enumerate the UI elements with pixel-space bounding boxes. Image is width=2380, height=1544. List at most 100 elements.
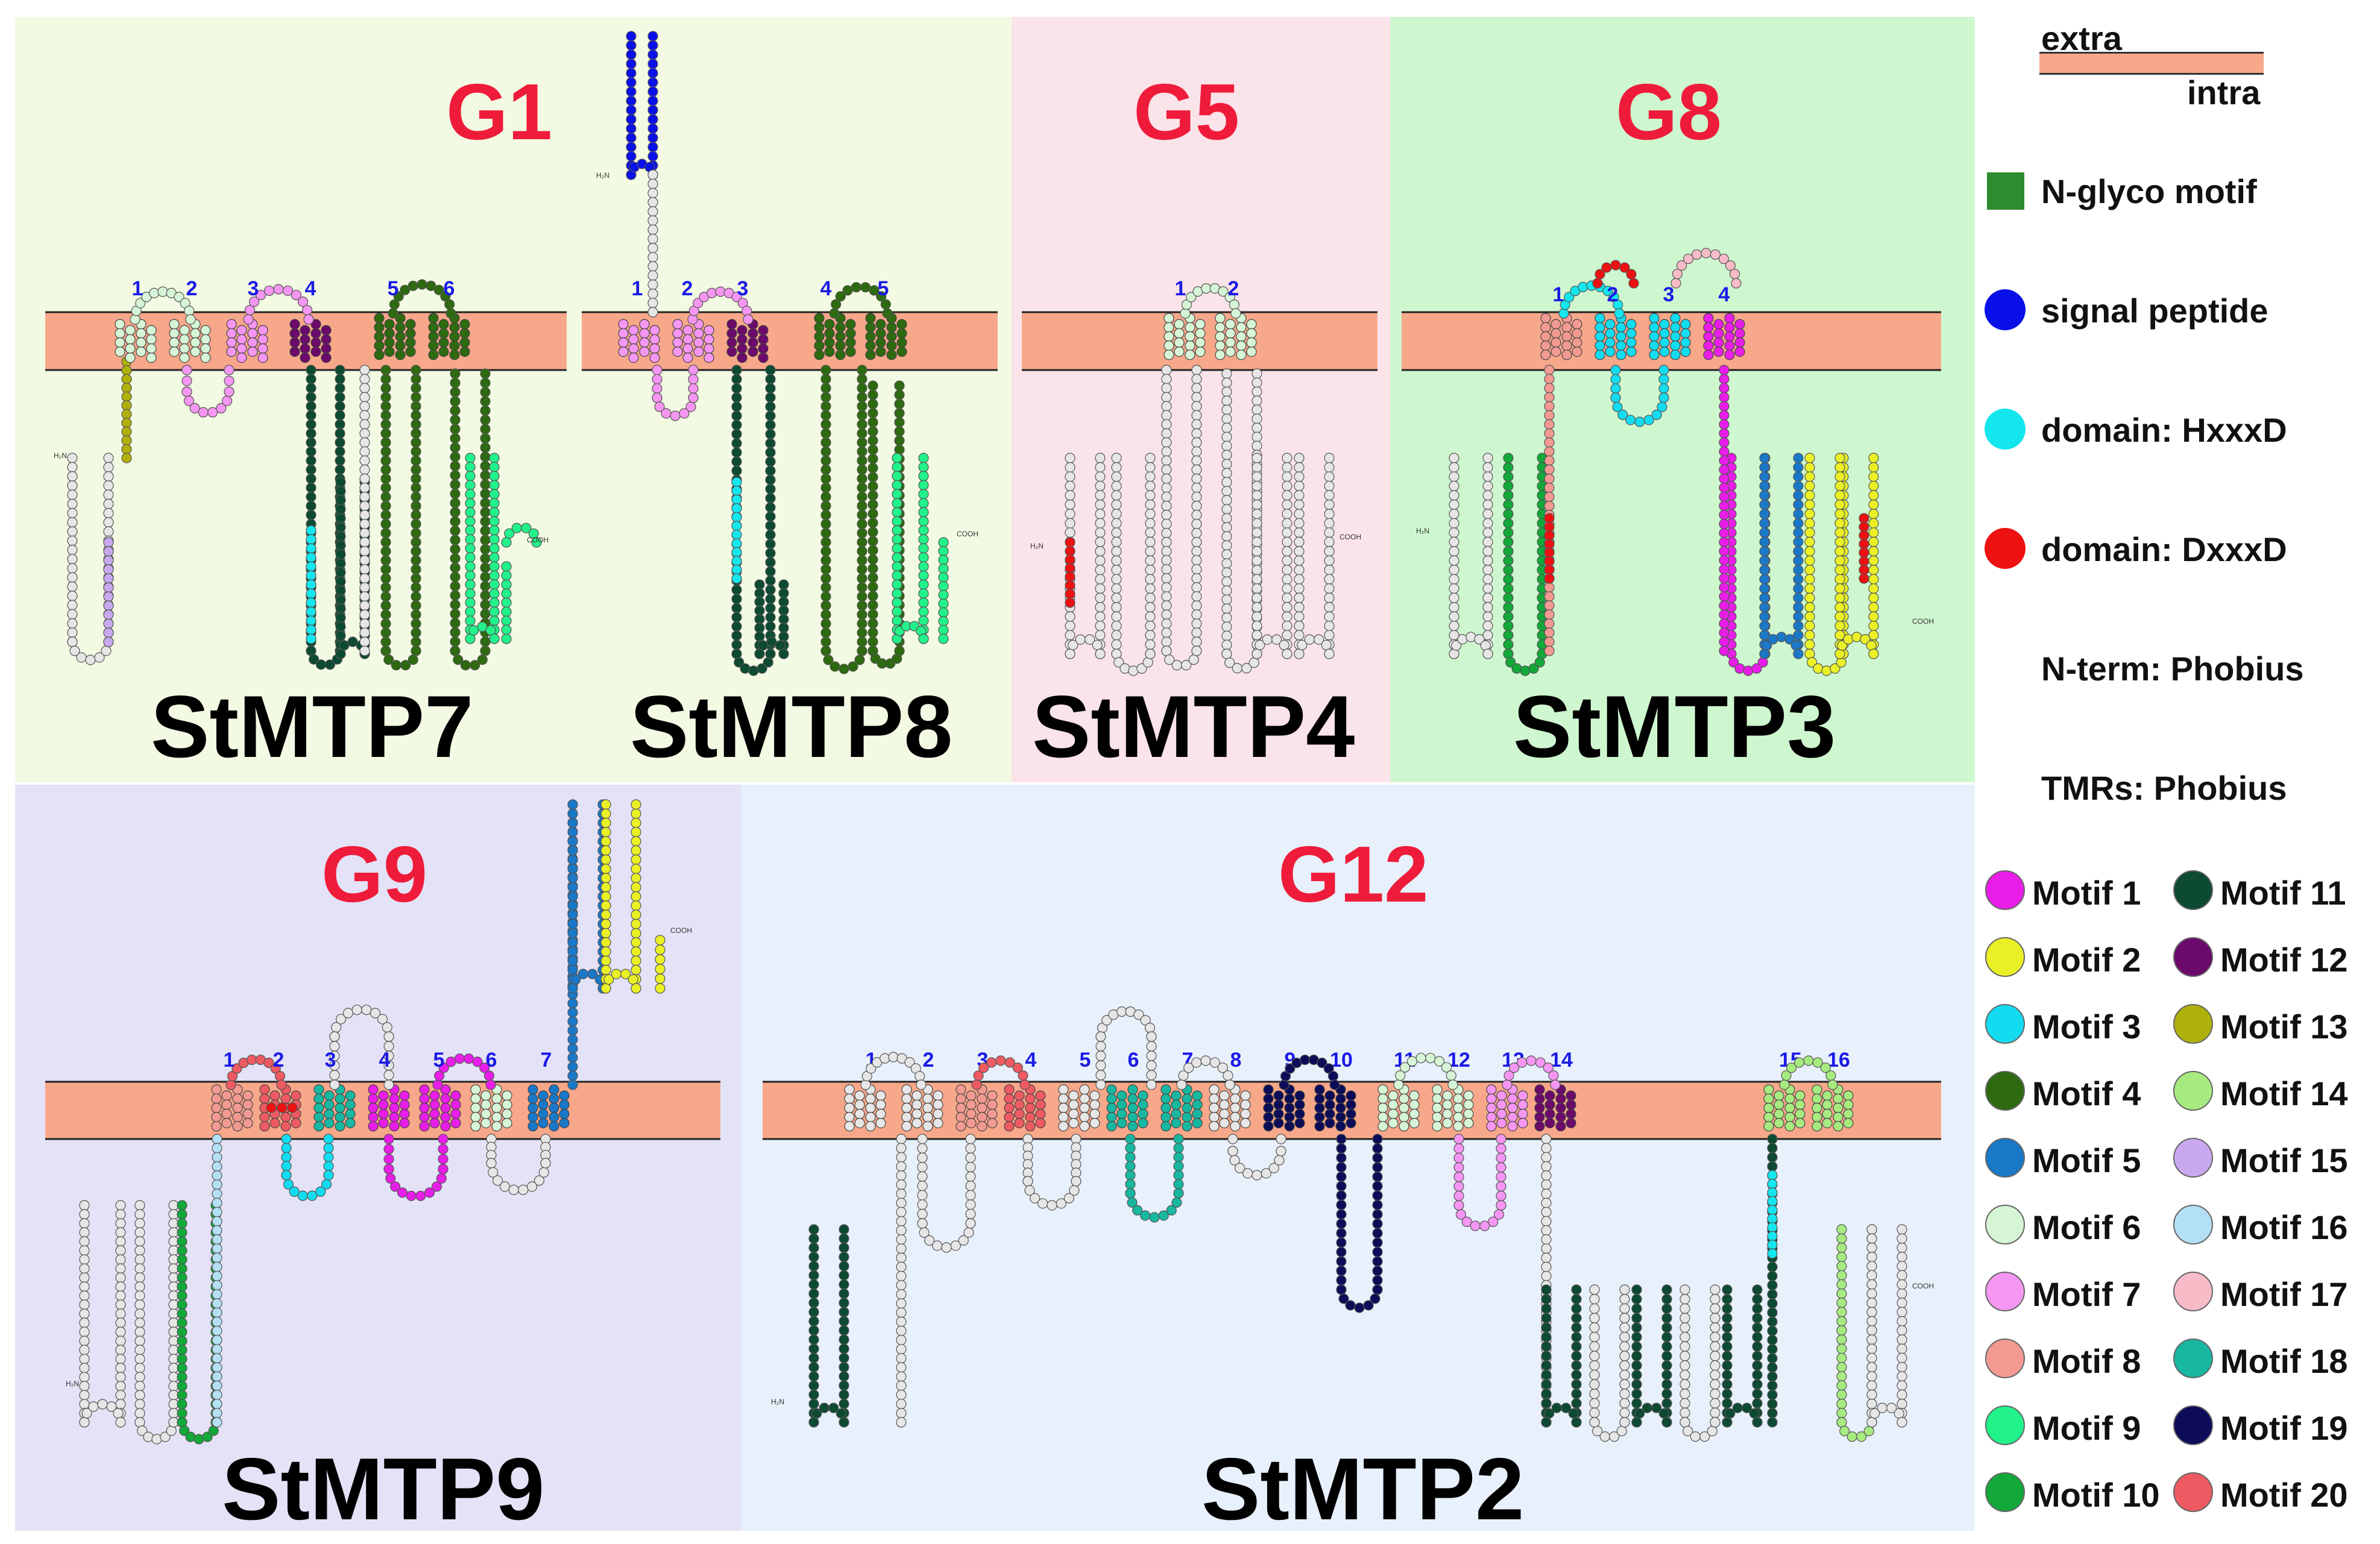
residue-chain [79,1200,90,1428]
residue-chain [896,1134,907,1428]
transmembrane-helix [1812,1084,1854,1132]
transmembrane-helix [428,313,470,360]
group-label-g5: G5 [1133,67,1240,156]
legend-extra-label: extra [2041,19,2122,57]
tm-number-label: 6 [486,1049,497,1072]
motif-label: Motif 20 [2220,1476,2348,1514]
residue-chain [1719,365,1730,656]
tm-number-label: 3 [1663,283,1675,306]
motif-color-dot-icon [2173,1071,2213,1111]
residue-loop-cap [567,968,608,994]
residue-chain [1726,453,1737,659]
residue-chain [1294,453,1305,659]
residue-chain [329,1031,340,1090]
residue-chain [600,799,611,994]
residue-loop-cap [1589,1417,1630,1442]
residue-chain [820,365,831,656]
legend-nterm-phobius: N-term: Phobius [2041,650,2304,688]
residue-chain [1631,1284,1642,1428]
terminus-label: COOH [1340,533,1361,541]
motif-label: Motif 8 [2032,1342,2141,1380]
terminus-label: COOH [957,530,978,538]
transmembrane-helix [419,1084,461,1132]
residue-loop-cap [306,645,345,670]
residue-chain [359,365,370,656]
residue-loop-cap [867,645,905,669]
residue-loop-cap [860,1052,927,1090]
tm-number-label: 5 [388,277,399,300]
residue-chain [1859,513,1869,584]
residue-loop-cap [1227,1146,1286,1181]
residue-chain [489,453,500,644]
residue-loop-cap [383,1164,449,1201]
motif-label: Motif 4 [2032,1075,2141,1112]
transmembrane-helix [115,319,157,363]
residue-loop-cap [917,1218,976,1253]
residue-chain [501,561,512,644]
motif-label: Motif 6 [2032,1208,2141,1246]
residue-loop-cap [1065,634,1106,659]
residue-chain [67,453,78,647]
motif-color-dot-icon [2173,1338,2213,1378]
residue-loop-cap [225,1055,287,1090]
legend-feature-label: domain: DxxxD [2041,530,2287,568]
residue-loop-cap [1251,634,1292,659]
motif-label: Motif 5 [2032,1141,2141,1179]
residue-loop-cap [380,645,421,671]
residue-loop-cap [1631,1402,1672,1428]
residue-chain [177,1200,187,1428]
residue-chain [1571,1284,1582,1428]
motif-color-dot-icon [1985,1205,2025,1244]
transmembrane-helix [1432,1084,1474,1132]
signal-peptide-dot-icon [1985,289,2026,330]
residue-loop-cap [600,968,641,994]
tm-number-label: 3 [325,1049,336,1072]
residue-chain [647,169,658,318]
residue-loop-cap [1022,1176,1081,1211]
residue-chain [918,453,929,644]
terminus-label: COOH [527,536,549,544]
transmembrane-helix [672,319,714,363]
residue-chain [1767,1170,1778,1259]
residue-chain [1710,1284,1720,1428]
residue-chain [480,368,491,656]
residue-chain [121,356,132,463]
transmembrane-helix [226,319,268,363]
motif-color-dot-icon [1985,937,2025,977]
residue-loop-cap [892,621,929,644]
residue-chain [1282,453,1292,659]
tm-number-label: 1 [1175,277,1186,300]
residue-chain [1661,1284,1672,1428]
motif-label: Motif 19 [2220,1409,2348,1447]
legend-feature-label: domain: HxxxD [2041,411,2287,449]
residue-loop-cap [1779,1055,1838,1090]
tm-number-label: 14 [1550,1049,1573,1072]
legend-tmrs-phobius: TMRs: Phobius [2041,769,2287,807]
residue-chain [867,380,878,656]
motif-color-dot-icon [1985,1071,2025,1111]
residue-chain [1866,1224,1877,1428]
residue-chain [892,453,902,644]
residue-loop-cap [829,282,893,319]
residue-loop-cap [1161,645,1202,671]
motif-label: Motif 14 [2220,1075,2348,1112]
residue-loop-cap [134,1417,179,1445]
tm-number-label: 1 [224,1049,235,1072]
residue-chain [1897,1224,1907,1428]
residue-loop-cap [1393,1053,1458,1090]
residue-chain [134,1200,145,1428]
tm-number-label: 2 [186,277,198,300]
transmembrane-helix [1004,1084,1046,1132]
residue-loop-cap [971,1055,1030,1090]
hxxxd-dot-icon [1985,409,2026,450]
residue-chain [1146,1031,1157,1090]
residue-chain [323,1134,334,1181]
transmembrane-helix [1160,1084,1203,1132]
transmembrane-helix [1209,1084,1251,1132]
protein-label-stmtp8: StMTP8 [630,677,953,776]
residue-chain [1191,365,1202,656]
residue-chain [1251,453,1262,659]
residue-loop-cap [1180,283,1241,319]
residue-chain [411,365,421,656]
residue-loop-cap [652,392,699,421]
